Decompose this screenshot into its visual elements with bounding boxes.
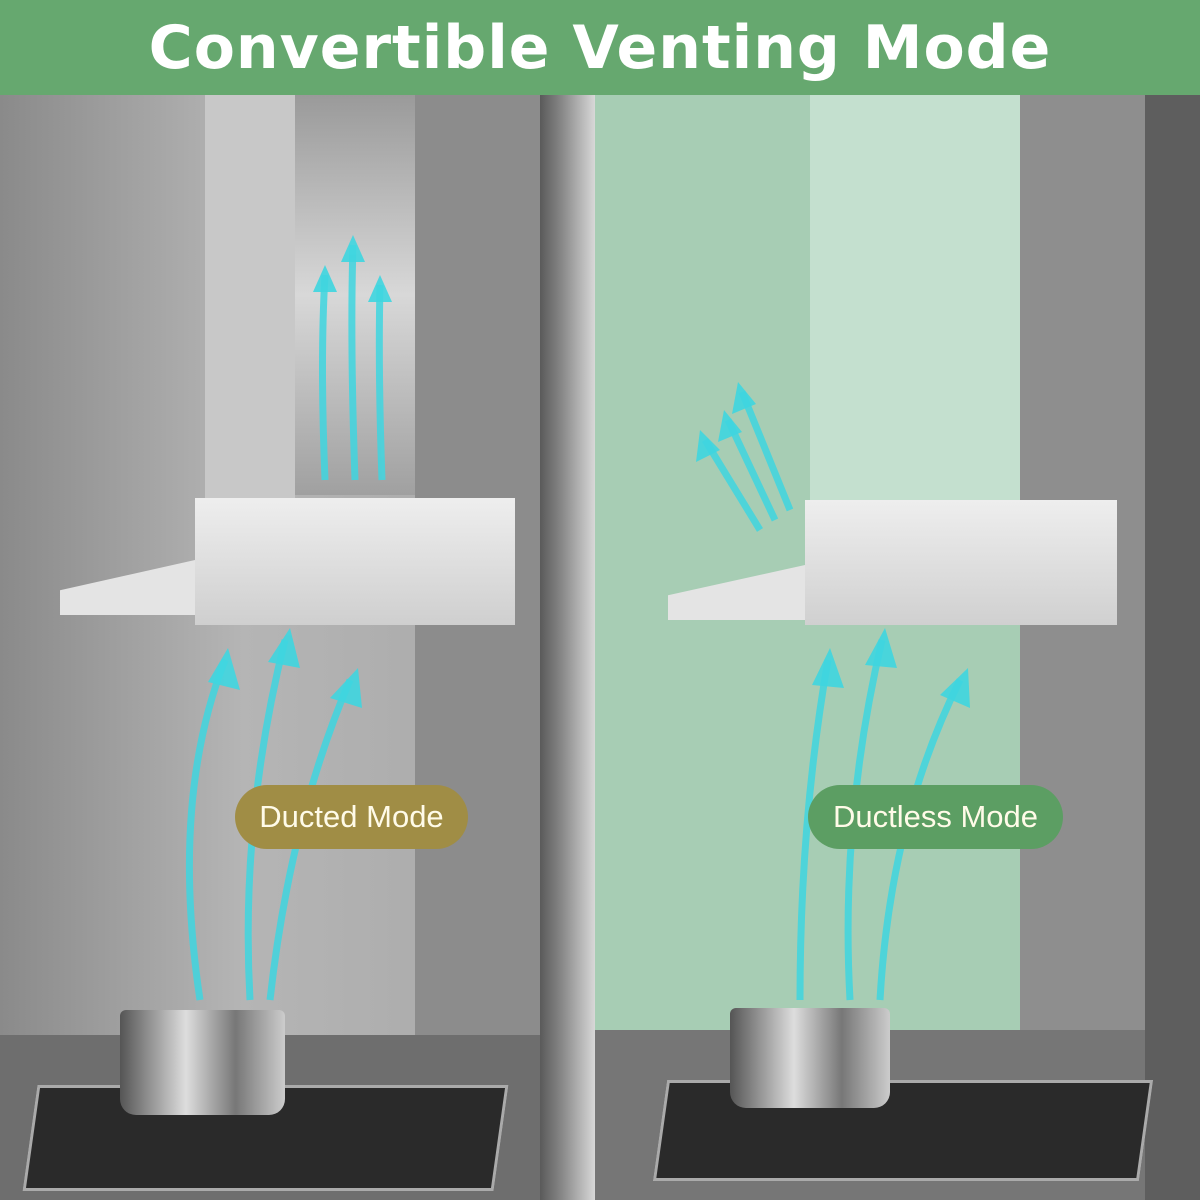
ductless-chimney [810, 95, 1020, 500]
ductless-hood-body [805, 500, 1117, 625]
arrow-icon [319, 274, 329, 481]
ductless-edge [1145, 95, 1200, 1200]
arrow-icon [702, 438, 763, 532]
ductless-mode-label: Ductless Mode [808, 785, 1063, 849]
page-title: Convertible Venting Mode [148, 12, 1052, 83]
arrow-icon [185, 658, 229, 1001]
arrow-icon [796, 659, 832, 1001]
ducted-mode-label: Ducted Mode [235, 785, 468, 849]
ductless-pot [730, 1008, 890, 1108]
ducted-pot [120, 1010, 285, 1115]
title-banner: Convertible Venting Mode [0, 0, 1200, 95]
divider-column [540, 95, 595, 1200]
ducted-chimney [205, 95, 295, 500]
ducted-hood-body [195, 498, 515, 625]
